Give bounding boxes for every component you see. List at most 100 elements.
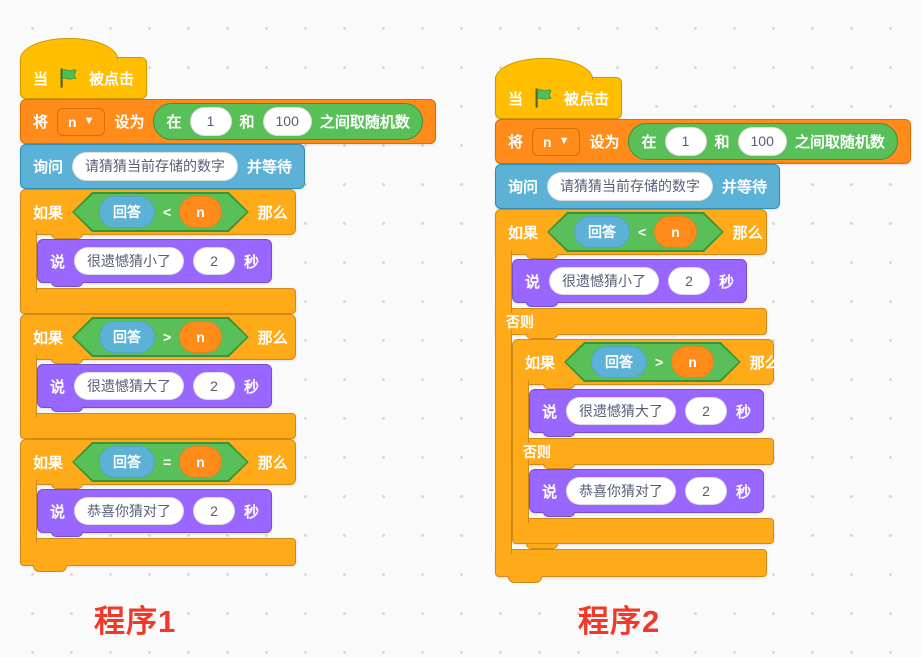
say-message-input[interactable]: 很遗憾猜大了 bbox=[566, 396, 677, 426]
when-flag-clicked-block[interactable]: 当 被点击 bbox=[495, 58, 623, 119]
set-variable-block[interactable]: 将 n ▼ 设为 在 1 和 100 之间取随机数 bbox=[20, 99, 436, 144]
seconds-label: 秒 bbox=[244, 378, 260, 396]
answer-reporter[interactable]: 回答 bbox=[99, 446, 155, 478]
say-message-input[interactable]: 很遗憾猜大了 bbox=[74, 371, 185, 401]
if-label: 如果 bbox=[33, 329, 64, 347]
if-less-block: 如果 回答 < n 那么 说 很遗憾猜小了 2 秒 bbox=[20, 189, 296, 314]
if-greater-header[interactable]: 如果 回答 > n 那么 bbox=[20, 314, 296, 364]
say-seconds-input[interactable]: 2 bbox=[193, 246, 236, 276]
say-verb-label: 说 bbox=[542, 483, 558, 501]
if-greater-bottom-arm[interactable] bbox=[20, 413, 296, 439]
if-equal-bottom-arm[interactable] bbox=[20, 538, 296, 572]
variable-dropdown-value: n bbox=[543, 133, 552, 150]
answer-reporter[interactable]: 回答 bbox=[99, 321, 155, 353]
variable-n-reporter[interactable]: n bbox=[654, 216, 697, 248]
say-message-input[interactable]: 恭喜你猜对了 bbox=[566, 476, 677, 506]
greater-than-operator: > bbox=[163, 329, 172, 345]
ask-and-wait-block[interactable]: 询问 请猜猜当前存储的数字 并等待 bbox=[495, 164, 781, 209]
then-label: 那么 bbox=[257, 204, 288, 222]
when-flag-clicked-block[interactable]: 当 被点击 bbox=[20, 38, 148, 99]
random-min-input[interactable]: 1 bbox=[664, 127, 707, 156]
answer-reporter[interactable]: 回答 bbox=[591, 346, 647, 378]
answer-reporter[interactable]: 回答 bbox=[99, 196, 155, 228]
set-to-label: 设为 bbox=[114, 114, 145, 131]
if-label: 如果 bbox=[33, 204, 64, 222]
ask-question-input[interactable]: 请猜猜当前存储的数字 bbox=[72, 152, 239, 181]
variable-dropdown[interactable]: n ▼ bbox=[57, 107, 106, 136]
variable-n-reporter[interactable]: n bbox=[179, 196, 222, 228]
chevron-down-icon: ▼ bbox=[558, 135, 570, 147]
say-seconds-input[interactable]: 2 bbox=[685, 396, 728, 426]
less-than-condition[interactable]: 回答 < n bbox=[547, 212, 724, 252]
ask-question-input[interactable]: 请猜猜当前存储的数字 bbox=[547, 172, 714, 201]
then-label: 那么 bbox=[749, 354, 780, 372]
greater-than-condition[interactable]: 回答 > n bbox=[564, 342, 741, 382]
chevron-down-icon: ▼ bbox=[83, 115, 95, 127]
else-branch-body: 如果 回答 > n 那么 说 很遗憾猜大了 2 秒 bbox=[495, 330, 780, 554]
random-and-label: 和 bbox=[714, 133, 730, 151]
ask-verb-label: 询问 bbox=[33, 159, 64, 176]
if-equal-header[interactable]: 如果 回答 = n 那么 bbox=[20, 439, 296, 489]
variable-dropdown[interactable]: n ▼ bbox=[532, 127, 581, 156]
random-max-input[interactable]: 100 bbox=[262, 107, 312, 136]
program-1-script: 当 被点击 将 n ▼ 设为 在 1 和 100 之间取随机数 询问 请猜猜当前… bbox=[20, 36, 436, 572]
random-suffix-label: 之间取随机数 bbox=[794, 133, 885, 151]
set-verb-label: 将 bbox=[33, 114, 49, 131]
clicked-label: 被点击 bbox=[564, 90, 610, 108]
say-too-big-block[interactable]: 说 很遗憾猜大了 2 秒 bbox=[37, 364, 273, 412]
random-prefix-label: 在 bbox=[166, 113, 182, 131]
set-verb-label: 将 bbox=[508, 134, 524, 151]
say-correct-block[interactable]: 说 恭喜你猜对了 2 秒 bbox=[529, 469, 765, 517]
set-variable-block[interactable]: 将 n ▼ 设为 在 1 和 100 之间取随机数 bbox=[495, 119, 911, 164]
nested-if-bottom-arm[interactable] bbox=[512, 518, 774, 549]
random-and-label: 和 bbox=[239, 113, 255, 131]
less-than-operator: < bbox=[163, 204, 172, 220]
less-than-operator: < bbox=[638, 224, 647, 240]
nested-else-divider[interactable]: 否则 bbox=[512, 438, 774, 469]
say-seconds-input[interactable]: 2 bbox=[193, 496, 236, 526]
say-seconds-input[interactable]: 2 bbox=[193, 371, 236, 401]
else-divider[interactable]: 否则 bbox=[495, 308, 767, 339]
say-verb-label: 说 bbox=[542, 403, 558, 421]
answer-reporter[interactable]: 回答 bbox=[574, 216, 630, 248]
variable-dropdown-value: n bbox=[68, 113, 77, 130]
nested-if-branch-body: 说 很遗憾猜大了 2 秒 bbox=[512, 380, 765, 443]
seconds-label: 秒 bbox=[736, 403, 752, 421]
if-equal-block: 如果 回答 = n 那么 说 恭喜你猜对了 2 秒 bbox=[20, 439, 296, 572]
if-label: 如果 bbox=[33, 454, 64, 472]
when-label: 当 bbox=[33, 70, 49, 88]
say-message-input[interactable]: 很遗憾猜小了 bbox=[74, 246, 185, 276]
ask-and-wait-block[interactable]: 询问 请猜猜当前存储的数字 并等待 bbox=[20, 144, 306, 189]
random-max-input[interactable]: 100 bbox=[737, 127, 787, 156]
if-greater-header[interactable]: 如果 回答 > n 那么 bbox=[512, 339, 780, 389]
outer-if-bottom-arm[interactable] bbox=[495, 549, 767, 583]
variable-n-reporter[interactable]: n bbox=[179, 446, 222, 478]
if-branch-body: 说 很遗憾猜小了 2 秒 bbox=[495, 250, 748, 313]
say-seconds-input[interactable]: 2 bbox=[685, 476, 728, 506]
if-less-header[interactable]: 如果 回答 < n 那么 bbox=[20, 189, 296, 239]
if-else-greater-block: 如果 回答 > n 那么 说 很遗憾猜大了 2 秒 bbox=[512, 339, 780, 549]
greater-than-condition[interactable]: 回答 > n bbox=[72, 317, 249, 357]
random-suffix-label: 之间取随机数 bbox=[319, 113, 410, 131]
if-less-bottom-arm[interactable] bbox=[20, 288, 296, 314]
variable-n-reporter[interactable]: n bbox=[179, 321, 222, 353]
say-too-big-block[interactable]: 说 很遗憾猜大了 2 秒 bbox=[529, 389, 765, 437]
ask-verb-label: 询问 bbox=[508, 179, 539, 196]
say-message-input[interactable]: 恭喜你猜对了 bbox=[74, 496, 185, 526]
less-than-condition[interactable]: 回答 < n bbox=[72, 192, 249, 232]
variable-n-reporter[interactable]: n bbox=[671, 346, 714, 378]
random-prefix-label: 在 bbox=[641, 133, 657, 151]
say-too-small-block[interactable]: 说 很遗憾猜小了 2 秒 bbox=[512, 259, 748, 307]
then-label: 那么 bbox=[257, 454, 288, 472]
pick-random-reporter[interactable]: 在 1 和 100 之间取随机数 bbox=[628, 123, 898, 160]
say-verb-label: 说 bbox=[50, 253, 66, 271]
say-correct-block[interactable]: 说 恭喜你猜对了 2 秒 bbox=[37, 489, 273, 537]
then-label: 那么 bbox=[257, 329, 288, 347]
say-too-small-block[interactable]: 说 很遗憾猜小了 2 秒 bbox=[37, 239, 273, 287]
if-less-header[interactable]: 如果 回答 < n 那么 bbox=[495, 209, 767, 259]
say-message-input[interactable]: 很遗憾猜小了 bbox=[549, 266, 660, 296]
equal-condition[interactable]: 回答 = n bbox=[72, 442, 249, 482]
random-min-input[interactable]: 1 bbox=[189, 107, 232, 136]
say-seconds-input[interactable]: 2 bbox=[668, 266, 711, 296]
pick-random-reporter[interactable]: 在 1 和 100 之间取随机数 bbox=[153, 103, 423, 140]
